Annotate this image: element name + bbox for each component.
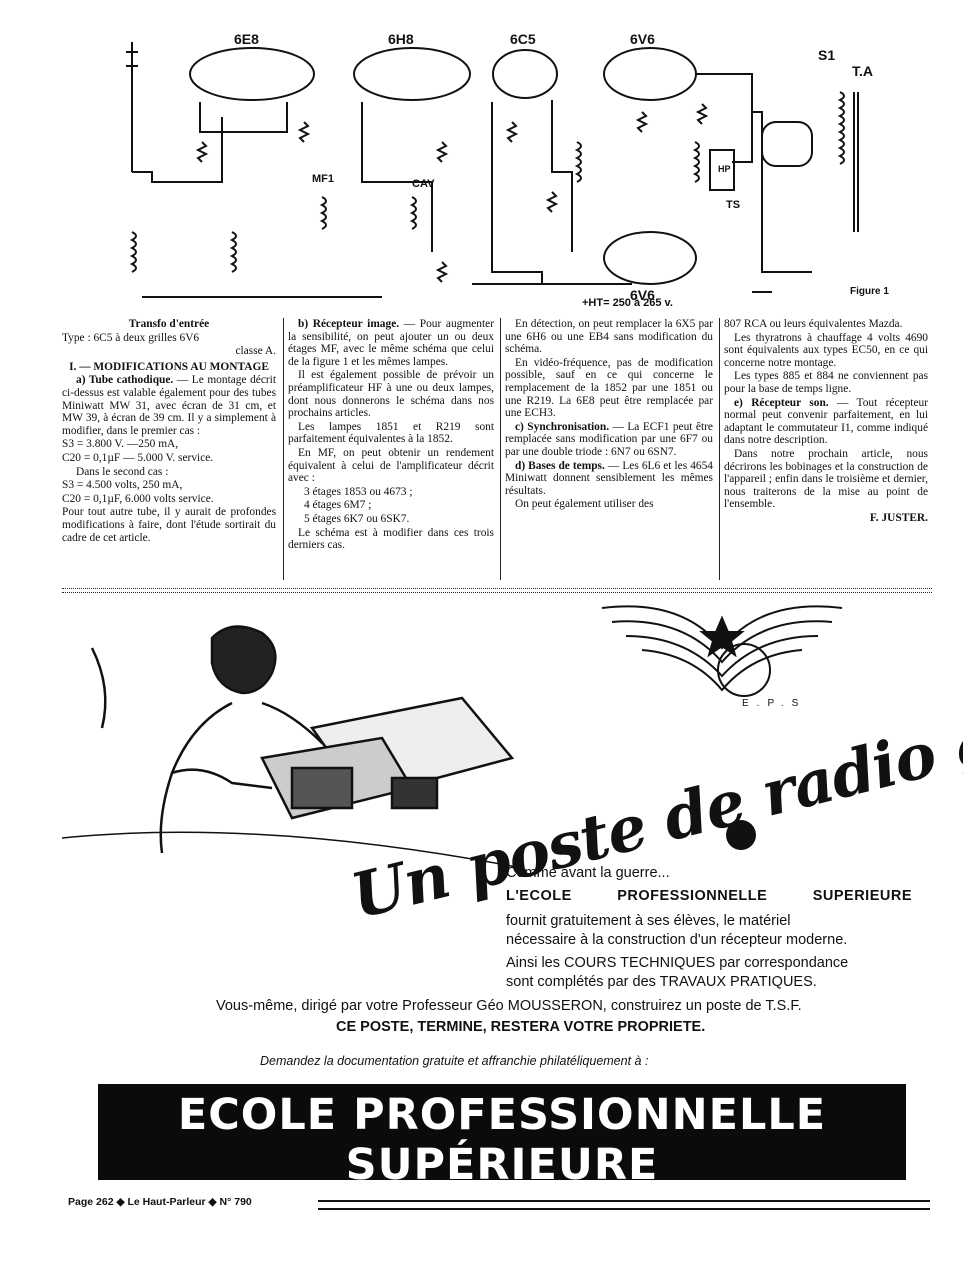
col1-section-title: I. — MODIFICATIONS AU MONTAGE: [69, 360, 269, 373]
col4-p4-title: e) Récepteur son.: [734, 396, 829, 409]
col4-p5: Dans notre prochain article, nous décrir…: [724, 447, 928, 511]
eps-wings-emblem: [601, 605, 843, 697]
col2-l2: 4 étages 6M7 ;: [304, 499, 372, 512]
article-author: F. JUSTER.: [869, 511, 928, 524]
col3-p5: On peut également utiliser des: [515, 498, 654, 511]
ad-line-3: fournit gratuitement à ses élèves, le ma…: [506, 913, 791, 929]
col4-p1: 807 RCA ou leurs équivalentes Mazda.: [724, 318, 903, 330]
col1-type-line: Type : 6C5 à deux grilles 6V6: [62, 331, 200, 344]
page-footer: Page 262 ◆ Le Haut-Parleur ◆ N° 790: [68, 1196, 252, 1208]
ad-line-5: Ainsi les COURS TECHNIQUES par correspon…: [506, 955, 849, 971]
col1-s1: S3 = 3.800 V. —250 mA,: [62, 438, 179, 451]
school-banner: ECOLE PROFESSIONNELLE SUPÉRIEURE 9, AVEN…: [98, 1084, 906, 1270]
svg-text:+HT= 250 à 265 v.: +HT= 250 à 265 v.: [582, 297, 673, 309]
svg-text:6C5: 6C5: [510, 31, 536, 47]
svg-text:S1: S1: [818, 47, 835, 63]
col3-p3-title: c) Synchronisation.: [515, 420, 610, 433]
svg-text:TS: TS: [726, 199, 740, 211]
svg-text:6V6: 6V6: [630, 287, 655, 303]
svg-text:HP: HP: [718, 164, 731, 174]
ad-line-4: nécessaire à la construction d'un récept…: [506, 932, 848, 948]
ad-line-6: sont complétés par des TRAVAUX PRATIQUES…: [506, 974, 817, 990]
col3-p1: En détection, on peut remplacer la 6X5 p…: [505, 318, 713, 356]
footer-rule: [318, 1200, 930, 1210]
col1-p3: Pour tout autre tube, il y aurait de pro…: [62, 506, 276, 544]
svg-text:6H8: 6H8: [388, 31, 414, 47]
col1-p1: — Le montage décrit ci-dessus est valabl…: [62, 374, 277, 437]
ad-line-1: Comme avant la guerre...: [506, 865, 670, 881]
section-divider: [62, 588, 932, 593]
column-divider: [283, 318, 284, 580]
col2-p3: Les lampes 1851 et R219 sont parfaitemen…: [288, 420, 494, 446]
col3-p4: — Les 6L6 et les 4654 Miniwatt donnent s…: [505, 459, 713, 497]
col2-l1: 3 étages 1853 ou 4673 ;: [304, 485, 413, 498]
col1-s3: S3 = 4.500 volts, 250 mA,: [62, 479, 183, 492]
article-columns: Transfo d'entrée Type : 6C5 à deux grill…: [62, 318, 932, 586]
col2-l3: 5 étages 6K7 ou 6SK7.: [304, 512, 410, 525]
svg-text:MF1: MF1: [312, 173, 334, 185]
col1-p2: Dans le second cas :: [76, 465, 169, 478]
svg-text:Figure 1: Figure 1: [850, 286, 889, 297]
col1-heading: Transfo d'entrée: [128, 318, 210, 330]
col2-p2: Il est également possible de prévoir un …: [288, 369, 494, 420]
col3-p2: En vidéo-fréquence, pas de modification …: [505, 356, 713, 420]
ad-line-9: Demandez la documentation gratuite et af…: [260, 1054, 649, 1068]
col2-p4: En MF, on peut obtenir un rendement équi…: [288, 446, 494, 485]
col4-p4: — Tout récepteur normal peut convenir pa…: [724, 396, 929, 447]
ad-line-8: CE POSTE, TERMINE, RESTERA VOTRE PROPRIE…: [336, 1019, 706, 1035]
svg-text:T.A: T.A: [852, 63, 873, 79]
circuit-schematic: 6E8 6H8 6C5 6V6 6V6 S1 T.A +HT= 250 à 26…: [126, 31, 889, 309]
column-divider: [500, 318, 501, 580]
technician-illustration: [62, 625, 522, 868]
col2-p5: Le schéma est à modifier dans ces trois …: [288, 526, 494, 552]
col1-s2: C20 = 0,1µF — 5.000 V. service.: [62, 451, 214, 464]
col2-p1-title: b) Récepteur image.: [298, 318, 400, 330]
col3-p4-title: d) Bases de temps.: [515, 459, 605, 472]
column-2: b) Récepteur image. — Pour augmenter la …: [288, 318, 494, 553]
column-1: Transfo d'entrée Type : 6C5 à deux grill…: [62, 318, 276, 545]
col4-p2: Les thyratrons à chauffage 4 volts 4690 …: [724, 331, 928, 369]
banner-address: 9, AVENUE DE VILLARS, PARIS (VIIᴱ): [153, 1190, 851, 1270]
advertisement: E.P.S Un poste de radio gratuit Comme av…: [62, 598, 963, 1168]
black-dot: [726, 820, 756, 850]
col4-p3: Les types 885 et 884 ne conviennent pas …: [724, 370, 928, 395]
col1-s4: C20 = 0,1µF, 6.000 volts service.: [62, 492, 214, 505]
svg-text:6E8: 6E8: [234, 31, 259, 47]
col1-p1-title: a) Tube cathodique.: [76, 374, 174, 387]
col1-class-line: classe A.: [235, 345, 277, 358]
svg-text:6V6: 6V6: [630, 31, 655, 47]
column-divider: [719, 318, 720, 580]
col3-p3: — La ECF1 peut être remplacée sans modif…: [505, 420, 713, 458]
emblem-letters: E.P.S: [742, 698, 807, 709]
column-4: 807 RCA ou leurs équivalentes Mazda. Les…: [724, 318, 928, 526]
banner-school-name: ECOLE PROFESSIONNELLE SUPÉRIEURE: [177, 1090, 827, 1190]
ad-line-7: Vous-même, dirigé par votre Professeur G…: [216, 998, 802, 1014]
col2-p1: — Pour augmenter la sensibilité, on peut…: [288, 318, 494, 368]
svg-text:CAV: CAV: [412, 178, 435, 190]
column-3: En détection, on peut remplacer la 6X5 p…: [505, 318, 713, 512]
ad-school-name: L'ECOLE PROFESSIONNELLE SUPERIEURE: [506, 888, 912, 904]
